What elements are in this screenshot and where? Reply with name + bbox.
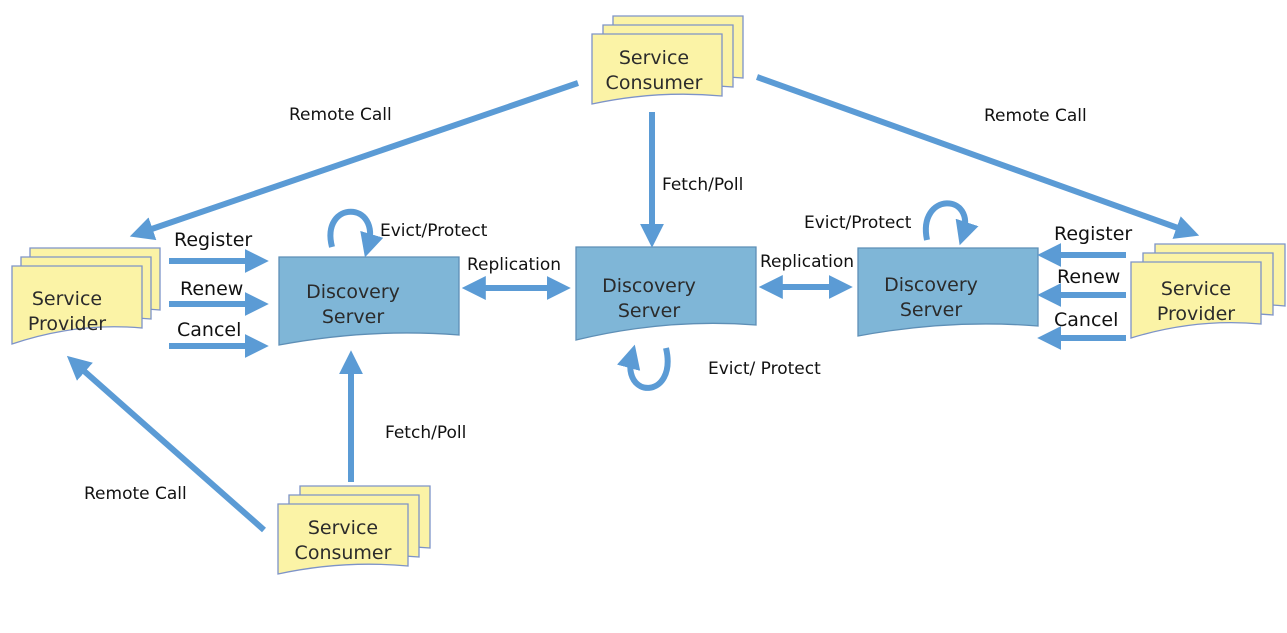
consumer-bottom-line1: Service bbox=[308, 517, 378, 539]
label-replication-left: Replication bbox=[467, 255, 561, 275]
loop-evict-protect-left bbox=[327, 208, 384, 258]
label-evict-protect-right: Evict/Protect bbox=[804, 213, 912, 233]
server-left-line2: Server bbox=[322, 306, 384, 328]
label-renew-right: Renew bbox=[1057, 266, 1120, 288]
label-evict-protect-left: Evict/Protect bbox=[380, 221, 488, 241]
service-provider-right: Service Provider bbox=[1130, 243, 1286, 339]
label-evict-protect-center: Evict/ Protect bbox=[708, 359, 821, 379]
provider-right-line2: Provider bbox=[1157, 303, 1235, 325]
service-consumer-top: Service Consumer bbox=[591, 15, 744, 105]
label-replication-right: Replication bbox=[760, 252, 854, 272]
label-fetch-poll-bottom: Fetch/Poll bbox=[385, 423, 466, 443]
server-right-line2: Server bbox=[900, 299, 962, 321]
server-center-line2: Server bbox=[618, 300, 680, 322]
discovery-server-left: Discovery Server bbox=[278, 256, 460, 346]
label-fetch-poll-top: Fetch/Poll bbox=[662, 175, 743, 195]
discovery-server-center: Discovery Server bbox=[575, 246, 757, 341]
consumer-bottom-line2: Consumer bbox=[295, 542, 392, 564]
server-left-line1: Discovery bbox=[306, 281, 400, 303]
service-consumer-bottom: Service Consumer bbox=[277, 485, 431, 575]
label-renew-left: Renew bbox=[180, 278, 243, 300]
arrow-remote-call-left bbox=[129, 80, 579, 241]
label-cancel-left: Cancel bbox=[177, 319, 241, 341]
label-remote-call-left: Remote Call bbox=[289, 105, 392, 125]
label-cancel-right: Cancel bbox=[1054, 309, 1118, 331]
discovery-server-right: Discovery Server bbox=[857, 247, 1039, 337]
provider-left-line1: Service bbox=[32, 288, 102, 310]
label-register-left: Register bbox=[174, 229, 252, 251]
arrow-remote-call-right bbox=[755, 74, 1200, 239]
server-center-line1: Discovery bbox=[602, 275, 696, 297]
provider-right-line1: Service bbox=[1161, 278, 1231, 300]
label-remote-call-right: Remote Call bbox=[984, 106, 1087, 126]
service-provider-left: Service Provider bbox=[11, 247, 161, 345]
label-remote-call-bottom: Remote Call bbox=[84, 484, 187, 504]
provider-left-line2: Provider bbox=[28, 313, 106, 335]
arrow-remote-call-bottom bbox=[66, 355, 266, 533]
consumer-top-line1: Service bbox=[619, 47, 689, 69]
loop-evict-protect-center bbox=[617, 344, 671, 391]
label-register-right: Register bbox=[1054, 223, 1132, 245]
loop-evict-protect-right bbox=[922, 200, 979, 246]
server-right-line1: Discovery bbox=[884, 274, 978, 296]
consumer-top-line2: Consumer bbox=[606, 72, 703, 94]
